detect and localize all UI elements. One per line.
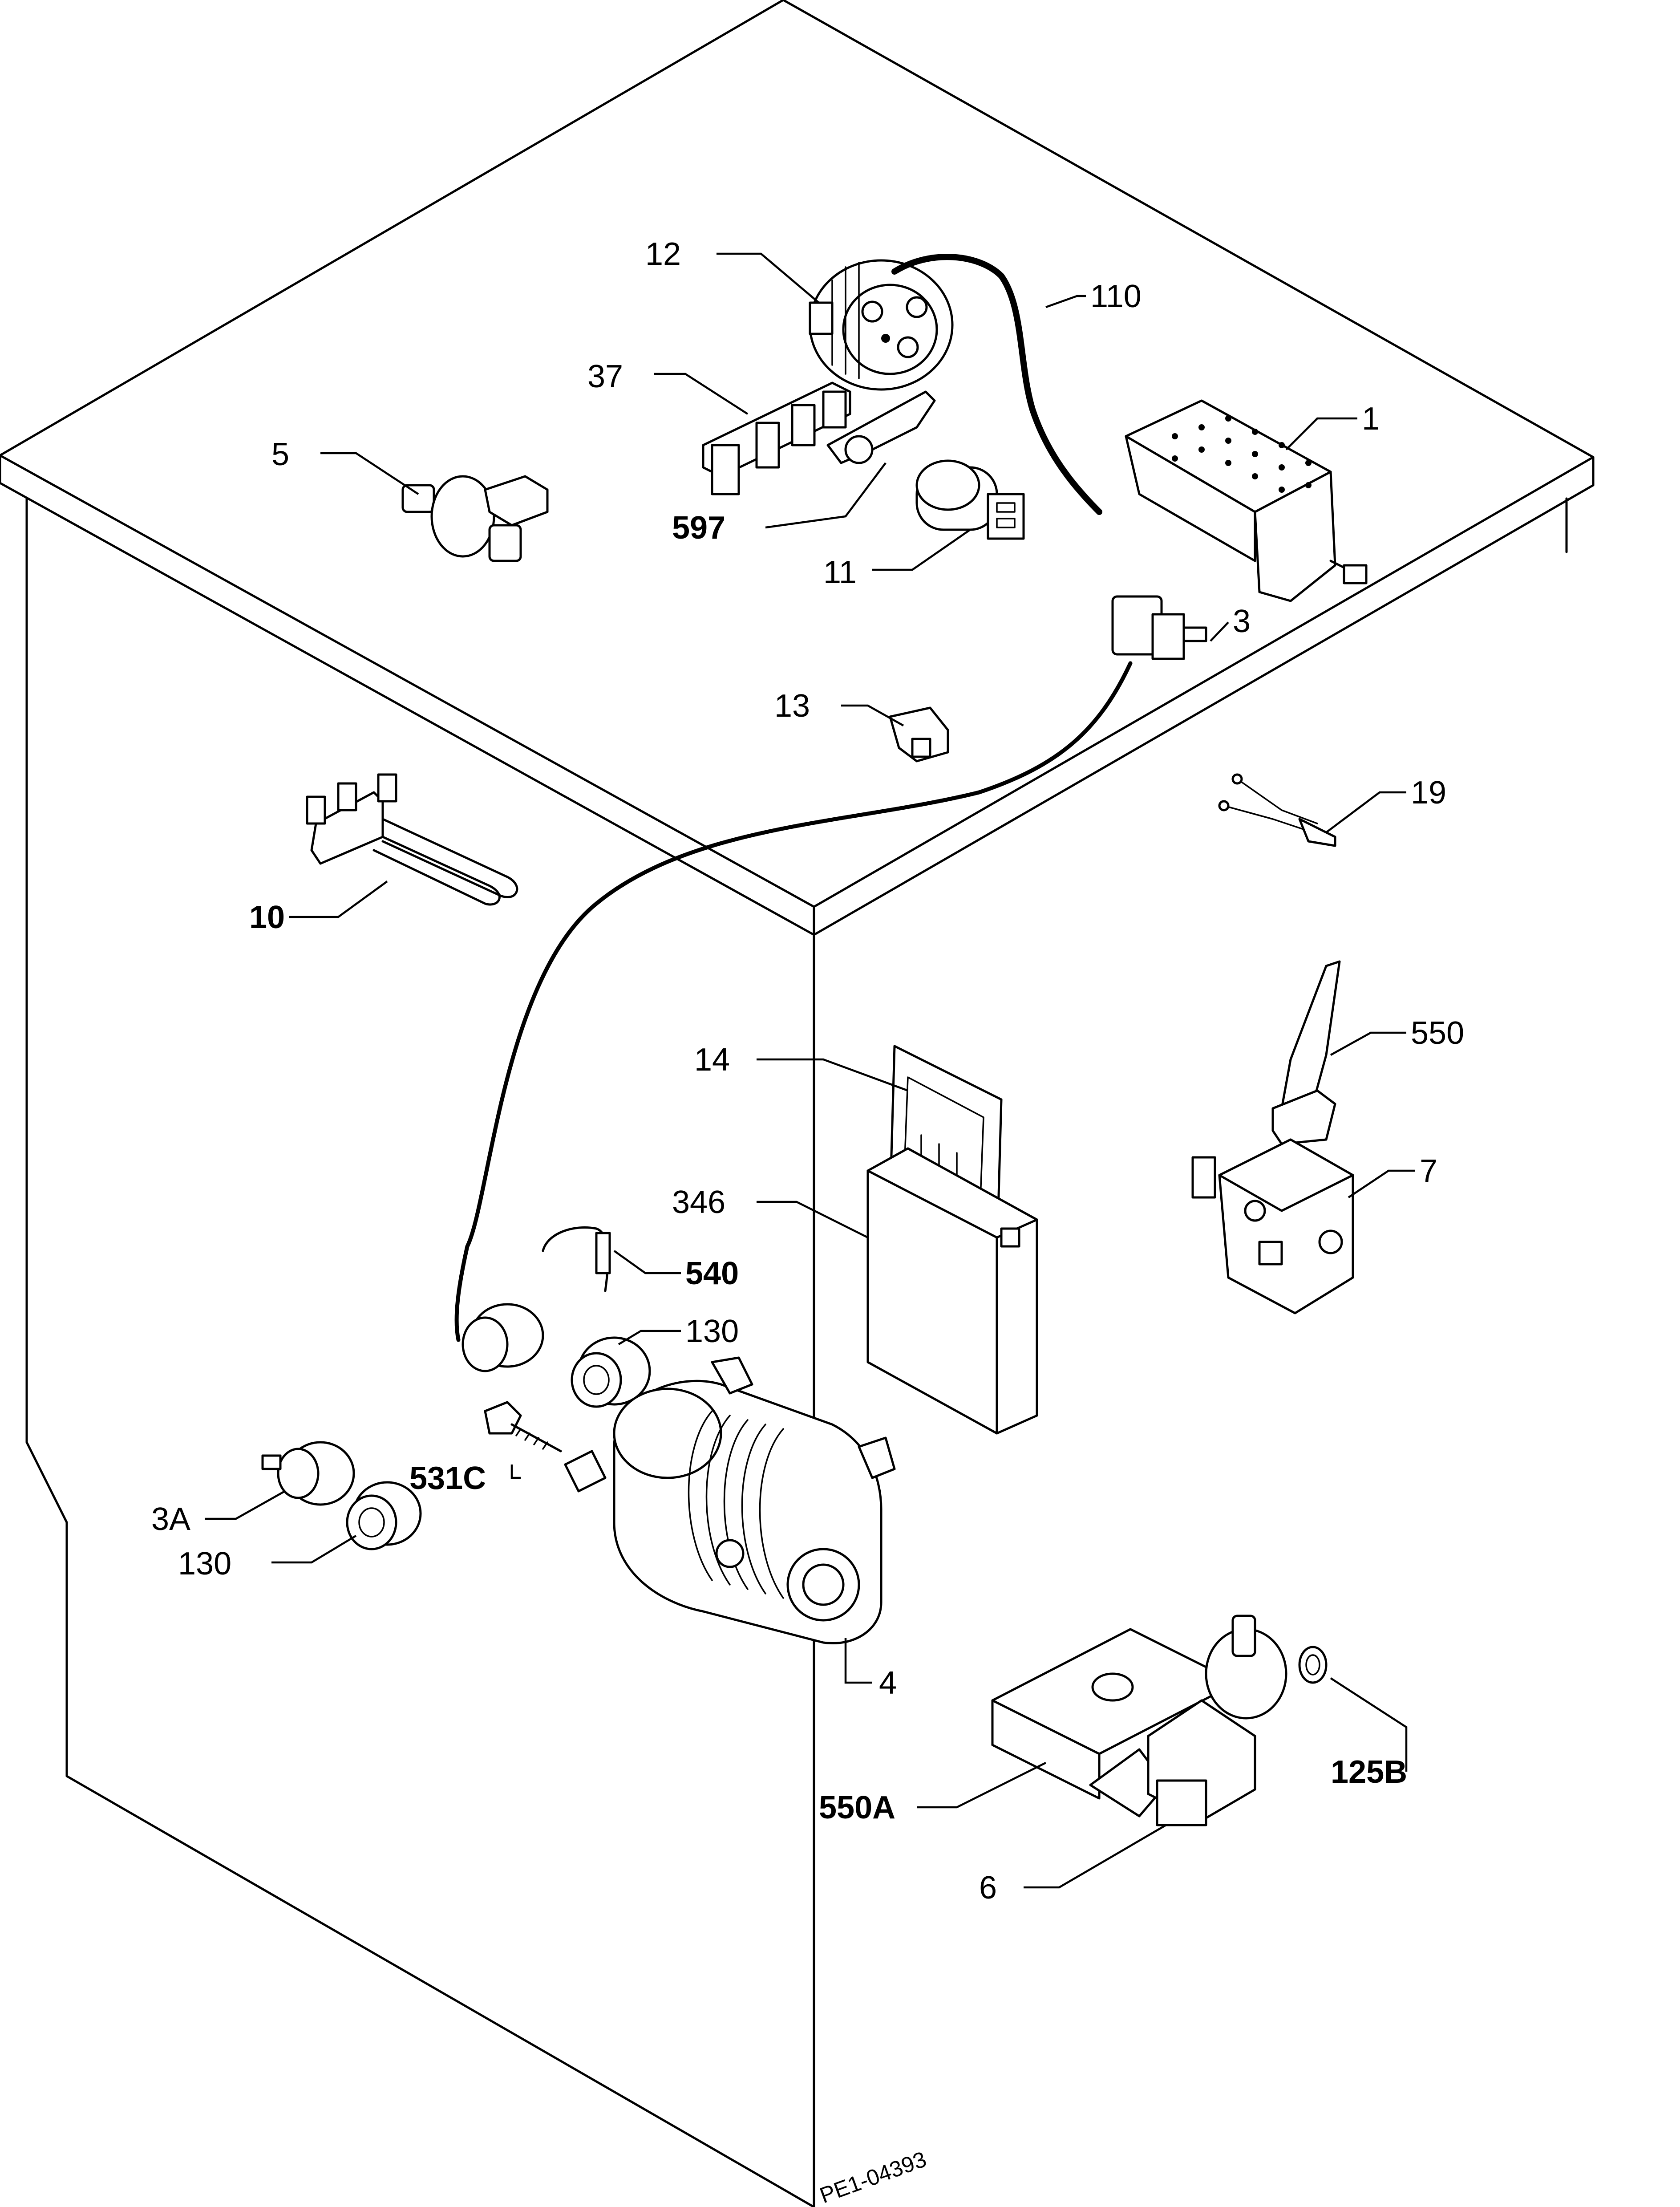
callout-6: 6 [979,1870,997,1906]
part-125b-seal [1298,1646,1328,1684]
part-10-heating-element [306,773,518,906]
grommet-wire-end [461,1303,544,1372]
callout-7: 7 [1420,1153,1437,1189]
part-6-pump [1089,1615,1287,1826]
part-130-grommet-upper [571,1336,651,1408]
callout-12: 12 [645,236,681,272]
callout-19: 19 [1411,775,1446,811]
callout-10: 10 [249,900,285,935]
part-346-dispenser-box [866,1147,1038,1435]
part-11-capacitor [915,459,1025,540]
part-3a-thermostat [261,1441,355,1506]
part-5-valve [401,475,549,562]
callout-346: 346 [672,1185,725,1220]
part-550-lever-arm [1271,960,1341,1145]
callout-5: 5 [271,437,289,472]
callout-1: 1 [1362,401,1380,437]
part-13-connector [889,706,949,763]
callout-125b: 125B [1331,1754,1407,1790]
part-1-programmer [1125,399,1368,602]
callout-531c: 531C [409,1461,486,1496]
cabinet-outline [0,0,1595,2207]
part-3-switch [1111,595,1207,660]
part-37-bracket [702,381,851,495]
callout-597: 597 [672,510,725,546]
callout-3: 3 [1233,604,1251,639]
callout-13: 13 [774,688,810,724]
callout-130-upper: 130 [685,1314,739,1349]
part-19-sensor [1218,773,1336,847]
part-130-grommet-lower [346,1481,422,1550]
callout-37: 37 [587,359,623,394]
callout-130-lower: 130 [178,1546,231,1582]
callout-540: 540 [685,1256,739,1291]
part-531c-screw [484,1401,562,1452]
callout-11: 11 [823,555,857,590]
callout-550: 550 [1411,1015,1464,1051]
part-12-pressure-switch [809,259,954,391]
part-597-lever [826,390,936,464]
part-540-clip [542,1226,611,1292]
callout-110: 110 [1090,279,1142,314]
callout-3a: 3A [151,1501,190,1537]
callout-550a: 550A [819,1790,895,1826]
callout-14: 14 [694,1042,730,1078]
drawing-code: PE1-04393 [817,2146,930,2207]
part-7-door-lock [1191,1138,1354,1314]
part-110-hose [891,254,1102,515]
callout-4: 4 [879,1665,897,1701]
part-4-motor [564,1356,896,1644]
part-3-wire [454,661,1133,1342]
